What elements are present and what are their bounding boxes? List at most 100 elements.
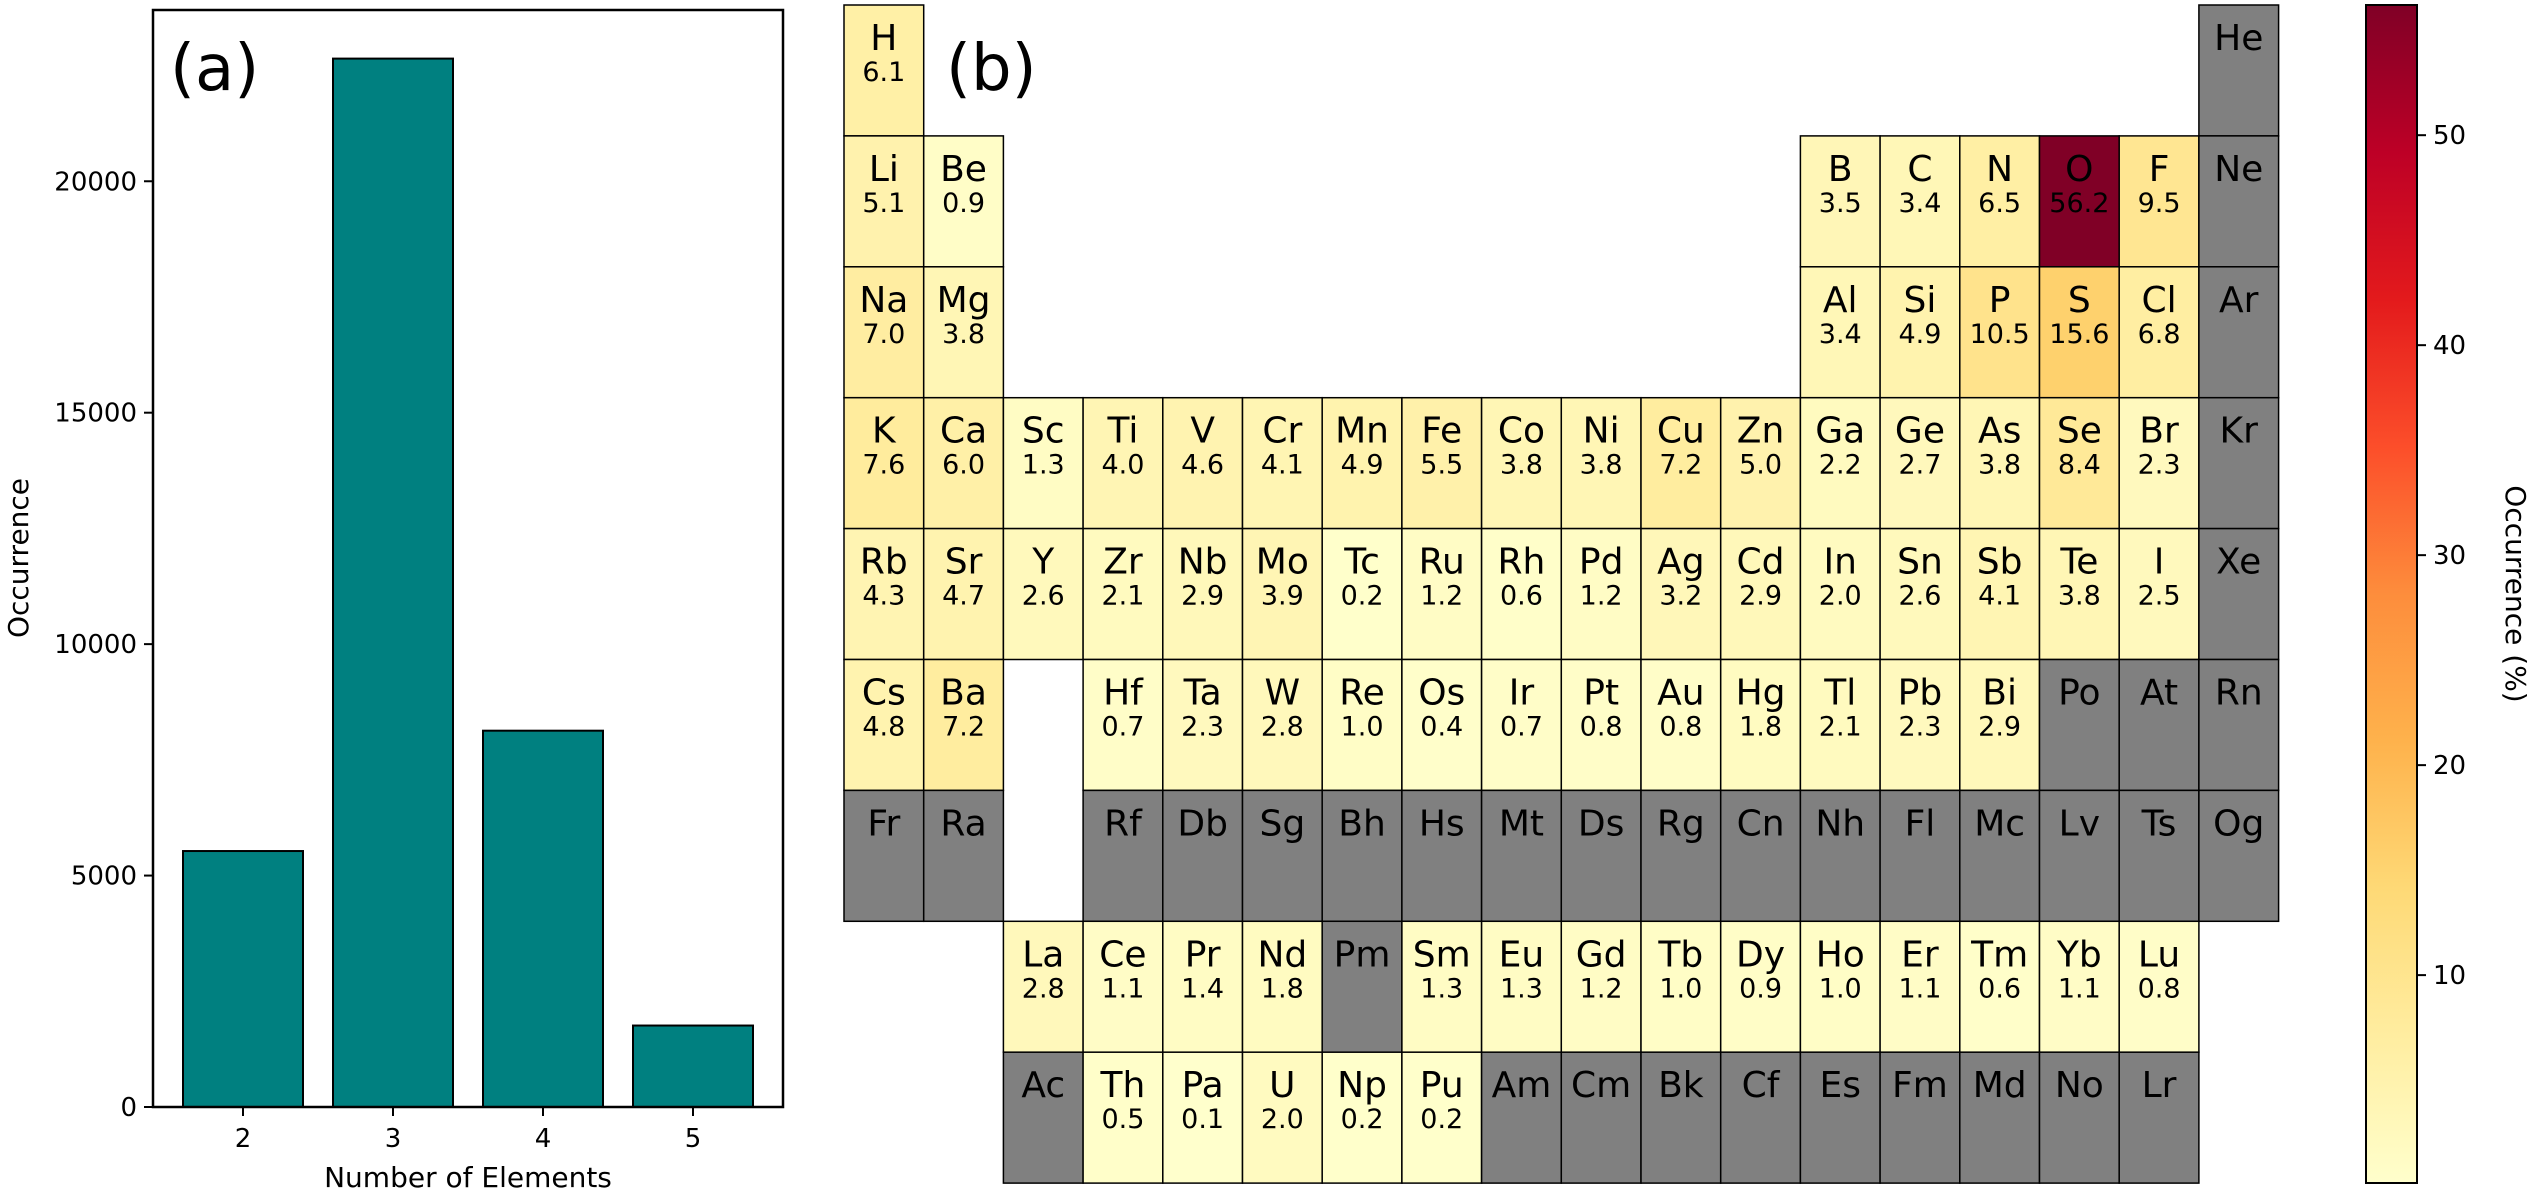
x-tick-label: 2 <box>235 1124 252 1154</box>
element-symbol: Co <box>1498 411 1545 452</box>
element-cell-W: W2.8 <box>1241 658 1323 792</box>
element-symbol: Tb <box>1657 934 1703 975</box>
element-value: 0.6 <box>1500 581 1543 612</box>
element-value: 6.5 <box>1978 188 2021 219</box>
element-cell-Rb: Rb4.3 <box>843 527 925 661</box>
element-cell-Sb: Sb4.1 <box>1959 527 2041 661</box>
element-cell-fill <box>843 4 925 137</box>
element-value: 1.3 <box>1022 450 1065 481</box>
element-cell-Mn: Mn4.9 <box>1321 396 1403 530</box>
element-value: 1.0 <box>1819 973 1862 1004</box>
x-tick-label: 5 <box>685 1124 702 1154</box>
element-cell-Li: Li5.1 <box>843 135 925 268</box>
element-cell-fill <box>1082 789 1164 923</box>
element-symbol: Bh <box>1338 803 1386 844</box>
element-cell-fill <box>1401 789 1483 923</box>
element-symbol: Es <box>1819 1065 1861 1106</box>
element-symbol: La <box>1022 934 1064 975</box>
element-value: 8.4 <box>2058 450 2101 481</box>
element-cell-fill <box>1480 920 1563 1053</box>
element-cell-Db: Db <box>1162 789 1244 923</box>
element-symbol: Bk <box>1658 1065 1704 1106</box>
element-cell-Np: Np0.2 <box>1321 1051 1403 1184</box>
element-symbol: Tc <box>1343 542 1380 583</box>
element-cell-Mg: Mg3.8 <box>922 266 1005 399</box>
element-symbol: Mn <box>1335 411 1389 452</box>
element-cell-fill <box>922 266 1005 399</box>
element-cell-fill <box>2038 527 2120 661</box>
element-value: 0.2 <box>1420 1104 1463 1135</box>
element-cell-fill <box>1082 658 1164 792</box>
element-symbol: W <box>1265 673 1301 714</box>
element-symbol: Po <box>2058 673 2100 714</box>
element-value: 1.8 <box>1739 712 1782 743</box>
element-value: 2.6 <box>1022 581 1065 612</box>
element-value: 3.8 <box>1500 450 1543 481</box>
element-value: 2.9 <box>1978 712 2021 743</box>
element-cell-fill <box>1959 135 2041 268</box>
element-symbol: Dy <box>1736 934 1785 975</box>
element-symbol: Kr <box>2220 411 2259 452</box>
element-symbol: Fr <box>867 803 900 844</box>
element-cell-fill <box>1401 396 1483 530</box>
element-cell-fill <box>1241 1051 1323 1184</box>
element-cell-Bh: Bh <box>1321 789 1403 923</box>
element-cell-Hs: Hs <box>1401 789 1483 923</box>
element-cell-fill <box>1959 789 2041 923</box>
element-cell-fill <box>2118 789 2200 923</box>
element-cell-Sr: Sr4.7 <box>922 527 1005 661</box>
element-cell-Fe: Fe5.5 <box>1401 396 1483 530</box>
element-value: 0.8 <box>1580 712 1623 743</box>
element-symbol: Ts <box>2141 803 2177 844</box>
element-cell-Lu: Lu0.8 <box>2118 920 2200 1053</box>
element-symbol: N <box>1986 149 2013 190</box>
element-cell-Tl: Tl2.1 <box>1799 658 1881 792</box>
element-value: 15.6 <box>2049 319 2109 350</box>
element-symbol: S <box>2068 280 2091 321</box>
element-symbol: Ds <box>1578 803 1624 844</box>
element-cell-fill <box>2118 658 2200 792</box>
element-symbol: Pb <box>1898 673 1943 714</box>
element-cell-Nh: Nh <box>1799 789 1881 923</box>
element-cell-Sn: Sn2.6 <box>1879 527 1961 661</box>
element-value: 5.1 <box>862 188 905 219</box>
element-cell-Cf: Cf <box>1719 1051 1802 1184</box>
element-cell-Th: Th0.5 <box>1082 1051 1164 1184</box>
element-cell-N: N6.5 <box>1959 135 2041 268</box>
element-cell-Pa: Pa0.1 <box>1162 1051 1244 1184</box>
element-value: 3.4 <box>1898 188 1941 219</box>
element-cell-Gd: Gd1.2 <box>1560 920 1642 1053</box>
element-symbol: As <box>1978 411 2021 452</box>
element-value: 1.3 <box>1500 973 1543 1004</box>
element-value: 4.0 <box>1101 450 1144 481</box>
element-cell-Pd: Pd1.2 <box>1560 527 1642 661</box>
element-cell-Ts: Ts <box>2118 789 2200 923</box>
element-value: 2.9 <box>1181 581 1224 612</box>
element-cell-Lr: Lr <box>2118 1051 2200 1184</box>
element-value: 2.1 <box>1101 581 1144 612</box>
element-value: 4.9 <box>1341 450 1384 481</box>
element-symbol: Pm <box>1334 934 1391 975</box>
element-cells: H6.1HeLi5.1Be0.9B3.5C3.4N6.5O56.2F9.5NeN… <box>843 4 2280 1184</box>
element-cell-Si: Si4.9 <box>1879 266 1961 399</box>
element-symbol: U <box>1269 1065 1295 1106</box>
element-value: 3.8 <box>2058 581 2101 612</box>
element-symbol: Gd <box>1576 934 1627 975</box>
element-symbol: Sn <box>1897 542 1943 583</box>
element-cell-Ir: Ir0.7 <box>1480 658 1563 792</box>
element-cell-Po: Po <box>2038 658 2120 792</box>
element-cell-fill <box>2118 527 2200 661</box>
element-cell-Pm: Pm <box>1321 920 1403 1053</box>
element-cell-fill <box>1879 527 1961 661</box>
element-cell-Er: Er1.1 <box>1879 920 1961 1053</box>
element-cell-Te: Te3.8 <box>2038 527 2120 661</box>
element-value: 1.1 <box>1898 973 1941 1004</box>
element-cell-Eu: Eu1.3 <box>1480 920 1563 1053</box>
element-cell-Tc: Tc0.2 <box>1321 527 1403 661</box>
element-cell-B: B3.5 <box>1799 135 1881 268</box>
element-value: 2.9 <box>1739 581 1782 612</box>
element-cell-Sg: Sg <box>1241 789 1323 923</box>
element-cell-fill <box>1799 527 1881 661</box>
element-cell-fill <box>1640 396 1722 530</box>
